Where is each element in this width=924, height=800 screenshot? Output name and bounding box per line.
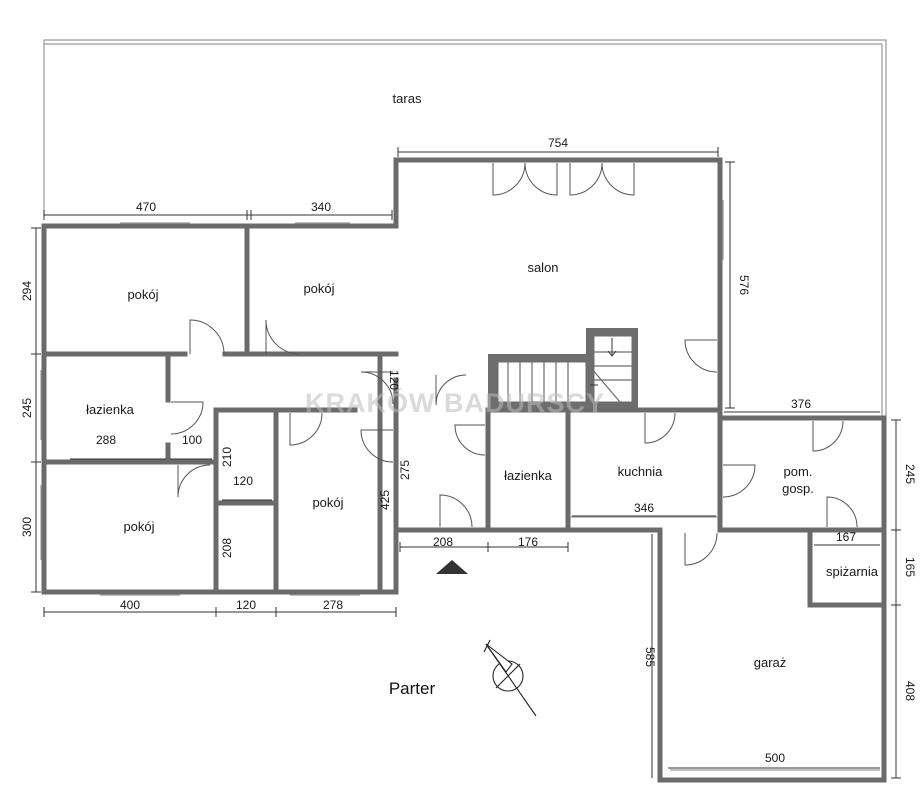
dim-176: 176 [518,535,538,549]
dim-408: 408 [903,681,917,701]
dim-340: 340 [311,200,331,214]
dim-120-stair: 120 [387,370,401,390]
dim-400: 400 [120,598,140,612]
room-label-kuchnia: kuchnia [618,464,664,479]
dim-470: 470 [136,200,156,214]
dim-208-vertical: 208 [220,538,234,558]
dimension-labels: 754 470 340 294 576 245 120 376 288 100 … [20,136,917,765]
dim-208-horizontal: 208 [433,535,453,549]
room-label-lazienka-left: łazienka [86,402,134,417]
room-label-pokoj-bottom-left: pokój [123,519,154,534]
dim-120-bottom: 120 [236,598,256,612]
dim-210: 210 [220,447,234,467]
compass-icon [483,639,537,717]
room-label-lazienka-center: łazienka [504,468,552,483]
room-label-pokoj-center: pokój [312,495,343,510]
dim-275: 275 [398,460,412,480]
room-label-pom-line1: pom. [784,464,813,479]
watermark: KRAKÓW BADURSCY [305,387,605,418]
stairs [488,328,638,408]
dim-376: 376 [791,397,811,411]
dim-576: 576 [737,275,751,295]
dim-245-right: 245 [903,464,917,484]
dimension-lines [31,147,901,779]
room-label-garaz: garaż [754,655,787,670]
dim-245-left: 245 [20,398,34,418]
dim-425: 425 [378,490,392,510]
dim-165: 165 [903,557,917,577]
terrace-outline [43,39,887,418]
dim-346: 346 [634,501,654,515]
entrance-triangle-icon [436,560,468,574]
dim-754: 754 [548,136,568,150]
walls [41,157,887,783]
dim-500: 500 [765,751,785,765]
dim-100: 100 [182,433,202,447]
dim-120-closet: 120 [233,474,253,488]
room-label-pom-line2: gosp. [782,481,814,496]
dim-278: 278 [323,598,343,612]
dim-300: 300 [20,517,34,537]
room-label-taras: taras [393,91,422,106]
room-labels: taras salon pokój pokój łazienka pokój p… [86,91,879,670]
dim-585: 585 [643,647,657,667]
dim-288: 288 [96,433,116,447]
plan-title: Parter [389,679,436,698]
dim-167: 167 [836,530,856,544]
room-label-pokoj-top-left: pokój [127,287,158,302]
room-label-salon: salon [527,260,558,275]
room-label-pokoj-top-mid: pokój [303,281,334,296]
doors [170,162,858,566]
dim-294: 294 [20,281,34,301]
windows [40,200,880,771]
room-label-spizarnia: spiżarnia [826,564,879,579]
